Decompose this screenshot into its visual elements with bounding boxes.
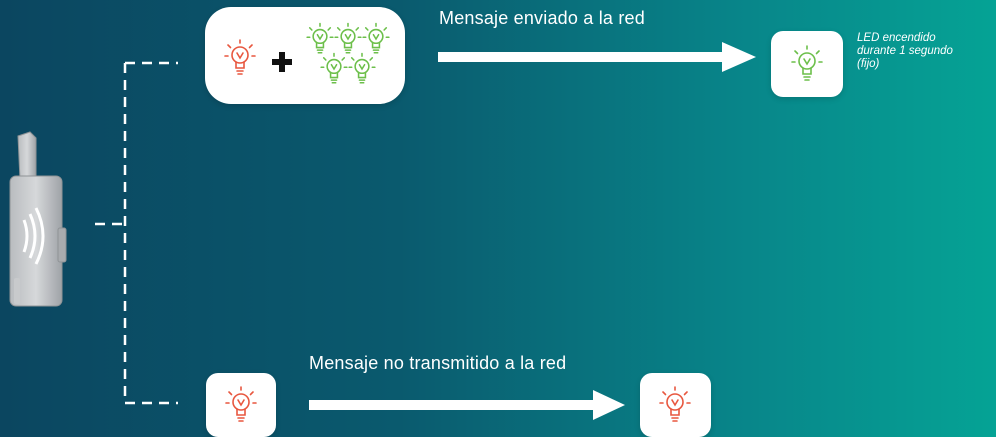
green-bulb-icon [306, 22, 334, 54]
bottom-result-card [640, 373, 711, 437]
top-result-card [771, 31, 843, 97]
green-bulb-icon [320, 52, 348, 84]
red-bulb-icon [224, 39, 256, 75]
top-arrow-icon [438, 42, 756, 72]
dashed-connector [95, 61, 178, 405]
plus-icon [272, 52, 292, 72]
wireless-transmitter-device-icon [9, 131, 67, 307]
led-note-line: (fijo) [857, 58, 880, 70]
led-note-line: durante 1 segundo [857, 45, 953, 57]
green-bulb-icon [791, 45, 823, 81]
top-path-label: Mensaje enviado a la red [439, 8, 645, 28]
green-bulb-icon [348, 52, 376, 84]
bottom-source-card [206, 373, 276, 437]
bottom-arrow-icon [309, 390, 625, 420]
green-bulb-icon [362, 22, 390, 54]
top-source-card [205, 7, 405, 104]
green-bulb-icon [334, 22, 362, 54]
bottom-path-label: Mensaje no transmitido a la red [309, 353, 567, 373]
led-note-line: LED encendido [857, 32, 936, 44]
red-bulb-icon [659, 386, 691, 422]
red-bulb-icon [225, 386, 257, 422]
led-note: LED encendido durante 1 segundo (fijo) [857, 32, 996, 71]
